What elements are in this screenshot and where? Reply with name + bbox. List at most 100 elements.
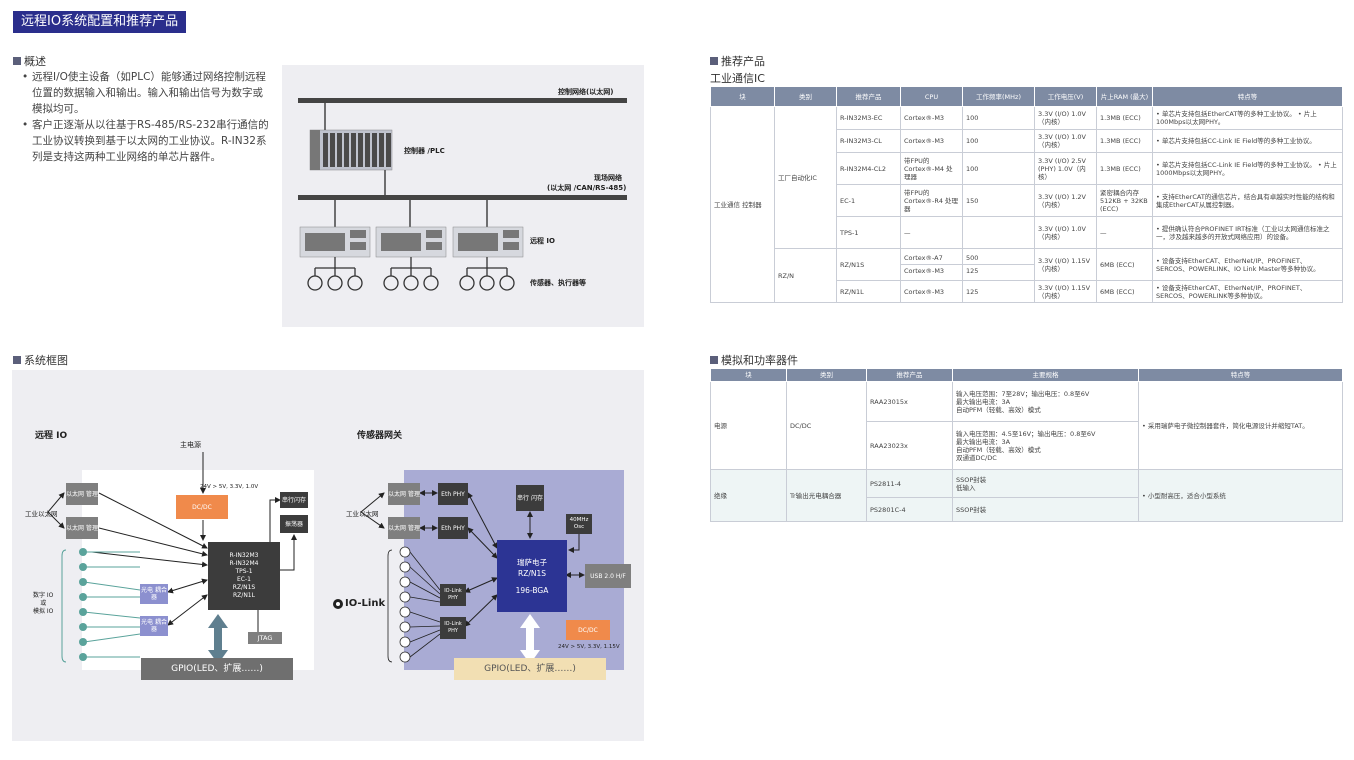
category-cell: 工厂自动化IC bbox=[774, 106, 837, 249]
col-header: 类别 bbox=[786, 368, 867, 382]
volt-cell: 3.3V (I/O) 2.5V (PHY) 1.0V（内核） bbox=[1034, 152, 1097, 185]
volt-cell: 3.3V (I/O) 1.0V（内核） bbox=[1034, 129, 1097, 153]
table-row: RZ/N RZ/N1S Cortex®-A7 Cortex®-M3 500 12… bbox=[711, 248, 1343, 303]
jtag-box: JTAG bbox=[248, 632, 282, 644]
control-network-label: 控制网络(以太网) bbox=[558, 88, 614, 96]
freq-cell: 500 125 bbox=[962, 248, 1035, 281]
table-row: RAA23023x 输入电压范围：4.5至16V；输出电压：0.8至6V 最大输… bbox=[711, 421, 1343, 470]
block-diagram-heading-text: 系统框图 bbox=[24, 354, 68, 367]
freq-cell: 100 bbox=[962, 129, 1035, 153]
ram-cell: 紧密耦合内存 512KB + 32KB (ECC) bbox=[1096, 184, 1153, 217]
digital-io-line: 或 bbox=[40, 600, 47, 607]
table-row: R-IN32M3-CL Cortex®-M3 100 3.3V (I/O) 1.… bbox=[711, 129, 1343, 153]
col-header: 工作电压(V) bbox=[1034, 86, 1097, 107]
analog-heading-text: 模拟和功率器件 bbox=[721, 354, 798, 367]
features-cell: • 单芯片支持包括EtherCAT等的多种工业协议。 • 片上100Mbps以太… bbox=[1152, 106, 1343, 130]
col-header: 块 bbox=[710, 86, 775, 107]
recommended-heading: 推荐产品 bbox=[710, 53, 765, 69]
recommended-subheading: 工业通信IC bbox=[710, 72, 765, 85]
product-cell: EC-1 bbox=[836, 184, 901, 217]
right-voltages-label: 24V > 5V, 3.3V, 1.15V bbox=[558, 644, 620, 650]
cpu-a: Cortex®-A7 bbox=[901, 252, 962, 265]
spec-line: 输入电压范围：7至28V；输出电压：0.8至6V bbox=[956, 389, 1090, 398]
product-cell: R-IN32M4-CL2 bbox=[836, 152, 901, 185]
table-header-row: 块 类别 推荐产品 CPU 工作频率(MHz) 工作电压(V) 片上RAM (最… bbox=[710, 86, 1343, 107]
rin32-chip-box: R-IN32M3 R-IN32M4 TPS-1 EC-1 RZ/N1S RZ/N… bbox=[208, 542, 280, 610]
product-cell: TPS-1 bbox=[836, 216, 901, 249]
freq-cell: 150 bbox=[962, 184, 1035, 217]
table-row: 绝缘 Tr输出光电耦合器 PS2811-4 SSOP封装 低输入 • 小型耐高压… bbox=[710, 469, 1343, 522]
product-cell: RZ/N1L bbox=[836, 280, 901, 303]
col-header: 工作频率(MHz) bbox=[962, 86, 1035, 107]
category-cell: RZ/N bbox=[774, 248, 837, 303]
optocoupler-box-1: 光电 耦合器 bbox=[140, 584, 168, 604]
block-diagram-heading: 系统框图 bbox=[13, 352, 68, 368]
usb-box: USB 2.0 H/F bbox=[585, 564, 631, 588]
field-network-label: 现场网络 bbox=[594, 174, 622, 182]
iolink-phy-box-2: IO-Link PHY bbox=[440, 617, 466, 639]
features-cell: • 单芯片支持包括CC-Link IE Field等的多种工业协议。 bbox=[1152, 129, 1343, 153]
spec-cell: 输入电压范围：7至28V；输出电压：0.8至6V 最大输出电流：3A 自动PFM… bbox=[952, 381, 1139, 422]
table-header-row: 块 类别 推荐产品 主要规格 特点等 bbox=[710, 368, 1343, 382]
overview-bullet: •远程I/O使主设备（如PLC）能够通过网络控制远程位置的数据输入和输出。输入和… bbox=[22, 69, 272, 117]
product-cell: R-IN32M3-CL bbox=[836, 129, 901, 153]
right-eth-mgmt-box-2: 以太网 管理 bbox=[388, 517, 420, 539]
cpu-cell: — bbox=[900, 216, 963, 249]
spec-line: 输入电压范围：4.5至16V；输出电压：0.8至6V bbox=[956, 429, 1096, 438]
remote-io-label: 远程 IO bbox=[530, 237, 555, 245]
features-cell: • 提供确认符合PROFINET IRT标准（工业以太网通信标准之一，涉及越来越… bbox=[1152, 216, 1343, 249]
block-cell: 绝缘 bbox=[710, 469, 787, 522]
product-cell: PS2811-4 bbox=[866, 469, 953, 498]
chip-name: EC-1 bbox=[237, 576, 251, 583]
features-cell: • 小型耐高压，适合小型系统 bbox=[1138, 469, 1343, 522]
spec-cell: SSOP封装 bbox=[952, 497, 1139, 522]
col-header: 特点等 bbox=[1152, 86, 1343, 107]
right-serial-flash-box: 串行 闪存 bbox=[516, 485, 544, 511]
features-cell: • 支持EtherCAT的通信芯片，结合具有卓越实时性能的结构和集成EtherC… bbox=[1152, 184, 1343, 217]
left-industrial-ethernet-label: 工业以太网 bbox=[25, 510, 58, 518]
spec-line: 自动PFM（轻载、高效）模式 bbox=[956, 445, 1041, 454]
chip-name: R-IN32M3 bbox=[229, 552, 259, 559]
main-power-label: 主电源 bbox=[180, 441, 201, 449]
spec-cell: 输入电压范围：4.5至16V；输出电压：0.8至6V 最大输出电流：3A 自动P… bbox=[952, 421, 1139, 470]
product-cell: PS2801C-4 bbox=[866, 497, 953, 522]
heading-square bbox=[710, 57, 718, 65]
heading-square bbox=[13, 356, 21, 364]
spec-cell: SSOP封装 低输入 bbox=[952, 469, 1139, 498]
volt-cell: 3.3V (I/O) 1.15V（内核） bbox=[1034, 280, 1097, 303]
features-cell: • 设备支持EtherCAT、EtherNet/IP、PROFINET、SERC… bbox=[1152, 248, 1343, 281]
volt-cell: 3.3V (I/O) 1.15V（内核） bbox=[1034, 248, 1097, 281]
overview-bullet-text: 远程I/O使主设备（如PLC）能够通过网络控制远程位置的数据输入和输出。输入和输… bbox=[32, 71, 266, 115]
optocoupler-box-2: 光电 耦合器 bbox=[140, 616, 168, 636]
col-header: 推荐产品 bbox=[836, 86, 901, 107]
table-row: R-IN32M4-CL2 带FPU的 Cortex®-M4 处理器 100 3.… bbox=[711, 152, 1343, 185]
digital-io-line: 模拟 IO bbox=[33, 608, 54, 615]
digital-io-label: 数字 IO 或 模拟 IO bbox=[33, 592, 53, 616]
table-row: 电源 DC/DC RAA23015x 输入电压范围：7至28V；输出电压：0.8… bbox=[710, 381, 1343, 470]
iolink-phy-box-1: IO-Link PHY bbox=[440, 584, 466, 606]
left-eth-mgmt-box-1: 以太网 管理 bbox=[66, 483, 98, 505]
volt-cell: 3.3V (I/O) 1.0V（内核） bbox=[1034, 216, 1097, 249]
col-header: CPU bbox=[900, 86, 963, 107]
ram-cell: 1.3MB (ECC) bbox=[1096, 129, 1153, 153]
ram-cell: 6MB (ECC) bbox=[1096, 280, 1153, 303]
volt-cell: 3.3V (I/O) 1.0V（内核） bbox=[1034, 106, 1097, 130]
freq-cell: 125 bbox=[962, 280, 1035, 303]
spec-line: 双通道DC/DC bbox=[956, 453, 997, 462]
chip-name: RZ/N1S bbox=[517, 568, 547, 578]
page-title: 远程IO系统配置和推荐产品 bbox=[13, 11, 187, 33]
col-header: 片上RAM (最大) bbox=[1096, 86, 1153, 107]
sensor-gateway-title: 传感器网关 bbox=[357, 431, 403, 441]
cpu-cell: Cortex®-M3 bbox=[900, 129, 963, 153]
overview-heading: 概述 bbox=[13, 53, 46, 69]
col-header: 推荐产品 bbox=[866, 368, 953, 382]
chip-name: TPS-1 bbox=[235, 568, 253, 575]
iolink-logo-text: IO-Link bbox=[345, 598, 386, 609]
spec-line: 最大输出电流：3A bbox=[956, 397, 1011, 406]
spec-line: SSOP封装 bbox=[956, 475, 987, 484]
cpu-b: Cortex®-M3 bbox=[904, 267, 945, 275]
chip-name: RZ/N1S bbox=[232, 584, 256, 591]
ram-cell: 1.3MB (ECC) bbox=[1096, 152, 1153, 185]
eth-phy-box-2: Eth PHY bbox=[438, 517, 468, 539]
